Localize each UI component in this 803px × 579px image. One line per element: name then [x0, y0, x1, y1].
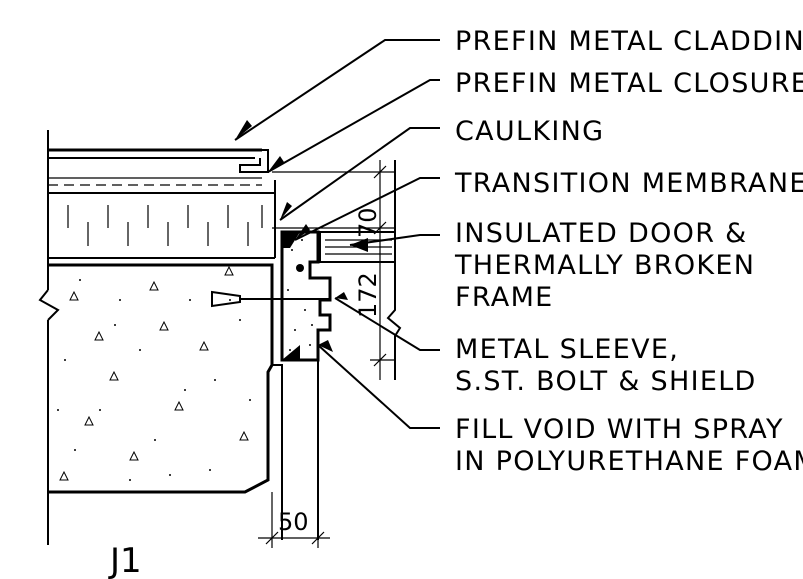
dimension-lines: [258, 160, 402, 548]
insulation-layer: [48, 180, 276, 259]
callout-prefin-metal-cladding: PREFIN METAL CLADDING: [455, 26, 803, 57]
detail-label: J1: [108, 541, 142, 579]
dim-50-text: 50: [278, 508, 309, 536]
callout-metal-sleeve-line1: METAL SLEEVE,: [455, 334, 679, 365]
prefin-metal-cladding-shape: [48, 148, 269, 173]
dim-172-text: 172: [354, 272, 382, 318]
dimension-side: 172: [354, 272, 382, 318]
callout-fill-void-line2: IN POLYURETHANE FOAM: [455, 446, 803, 477]
dim-70-text: 70: [354, 207, 382, 238]
callout-prefin-metal-closure: PREFIN METAL CLOSURE: [455, 68, 803, 99]
callout-insulated-door-line1: INSULATED DOOR &: [455, 218, 748, 249]
dimension-bottom: 50: [278, 508, 309, 536]
leader-lines: [234, 39, 440, 429]
dimension-top: 70: [354, 207, 382, 238]
callout-transition-membrane: TRANSITION MEMBRANE: [454, 168, 803, 199]
concrete-wall: [48, 263, 330, 494]
callout-insulated-door-line3: FRAME: [455, 282, 554, 313]
callout-caulking: CAULKING: [455, 116, 604, 147]
callout-insulated-door-line2: THERMALLY BROKEN: [454, 250, 755, 281]
callout-metal-sleeve-line2: S.ST. BOLT & SHIELD: [455, 366, 757, 397]
wall-assembly: [38, 130, 330, 545]
leader-arrowheads: [235, 120, 368, 352]
callout-fill-void-line1: FILL VOID WITH SPRAY: [455, 414, 784, 445]
